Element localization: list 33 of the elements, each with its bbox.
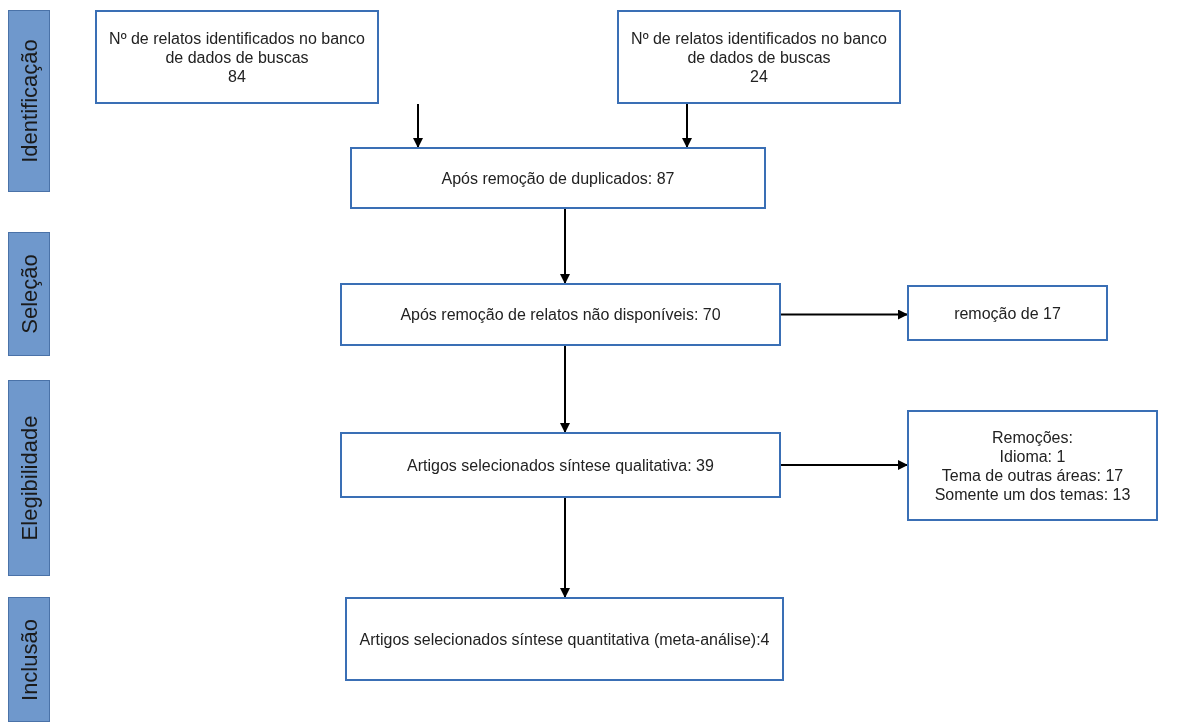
- process-box: [350, 147, 766, 209]
- process-box: [95, 10, 379, 104]
- box-text: 84: [227, 66, 247, 86]
- box-text: remoção de 17: [953, 303, 1062, 323]
- box-text: Artigos selecionados síntese quantitativa (meta-análise):4: [358, 629, 771, 649]
- arrow: [560, 345, 570, 433]
- phase-label: Inclusão: [19, 618, 39, 701]
- box-text: Nº de relatos identificados no banco de dados de buscas: [108, 28, 366, 67]
- phase-band: [8, 597, 50, 722]
- process-box: [907, 410, 1158, 521]
- arrow: [560, 497, 570, 598]
- process-box: [340, 432, 781, 498]
- phase-band: [8, 232, 50, 356]
- box-text: Após remoção de relatos não disponíveis: 70: [399, 305, 722, 324]
- process-box: [617, 10, 901, 104]
- process-box: [340, 283, 781, 346]
- phase-band: [8, 10, 50, 192]
- box-text: Após remoção de duplicados: 87: [440, 168, 676, 188]
- box-text: Remoções:: [991, 427, 1074, 447]
- arrow: [413, 103, 423, 148]
- arrow: [780, 460, 908, 470]
- box-text: 24: [749, 66, 769, 86]
- arrow: [780, 309, 908, 320]
- box-text: Tema de outras áreas: 17: [940, 465, 1125, 485]
- arrow: [682, 103, 692, 148]
- process-box: [345, 597, 784, 681]
- process-box: [907, 285, 1108, 341]
- phase-band: [8, 380, 50, 576]
- box-text: Idioma: 1: [998, 446, 1067, 466]
- box-text: Nº de relatos identificados no banco de dados de buscas: [630, 28, 888, 67]
- arrow: [560, 208, 570, 284]
- box-text: Artigos selecionados síntese qualitativa: 39: [406, 455, 715, 475]
- box-text: Somente um dos temas: 13: [933, 484, 1132, 504]
